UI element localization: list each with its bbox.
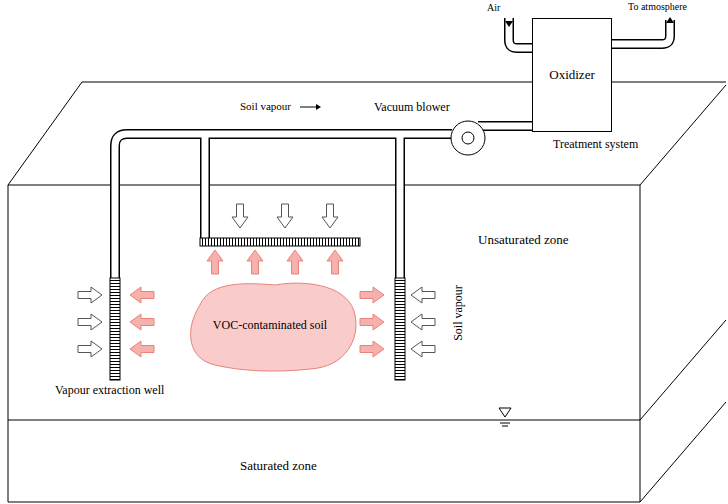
plume-shape <box>191 283 356 371</box>
blower-housing <box>451 121 485 155</box>
pipe-bore <box>486 123 532 130</box>
flow-arrowhead <box>666 17 674 23</box>
air-arrow <box>277 204 293 228</box>
block-front-edge <box>8 185 640 502</box>
flow-label: Soil vapour <box>240 100 291 113</box>
block-side-edge <box>640 85 726 185</box>
blower-outline <box>450 120 486 156</box>
pipe <box>395 134 405 380</box>
flow-arrowhead <box>505 21 513 27</box>
zone-band: Saturated zone <box>8 420 640 500</box>
vapour-arrow <box>247 250 263 274</box>
well-screen <box>200 238 360 246</box>
vapour-arrow <box>130 341 154 357</box>
flow-arrowhead <box>316 104 321 110</box>
air-arrow <box>78 287 102 303</box>
air-arrow <box>411 341 435 357</box>
air-arrow <box>78 341 102 357</box>
vapour-arrow <box>130 314 154 330</box>
blower-impeller <box>462 132 474 144</box>
pipe <box>115 134 452 380</box>
outlet-label: To atmosphere <box>628 1 687 13</box>
vapour-arrow <box>287 250 303 274</box>
node-text: Oxidizer <box>549 67 594 83</box>
air-arrow <box>411 287 435 303</box>
pipe <box>202 134 209 241</box>
pipe <box>509 18 532 48</box>
air-arrow <box>322 204 338 228</box>
pipe-wall <box>486 121 532 131</box>
air-arrow <box>411 314 435 330</box>
air-arrow <box>78 314 102 330</box>
water-table-tick <box>502 426 508 427</box>
flow-arrow <box>300 104 321 110</box>
system-label: Treatment system <box>553 137 638 151</box>
flow-arrow-shaft <box>300 107 316 108</box>
pipe <box>200 134 210 240</box>
soil-block <box>8 82 726 502</box>
water-table-symbol <box>499 408 511 426</box>
pipe <box>115 134 453 381</box>
pipe-bore <box>115 17 670 381</box>
pipe <box>611 19 670 44</box>
pipe-outline <box>115 18 670 380</box>
block-front-edge <box>8 185 640 502</box>
vapour-arrow <box>207 250 223 274</box>
vapour-arrow <box>360 341 384 357</box>
vapour-arrow <box>360 287 384 303</box>
block-side-edge <box>640 402 726 502</box>
blower-symbol: Vacuum blower <box>450 120 486 156</box>
pipe <box>509 17 533 48</box>
node-text: Saturated zone <box>240 458 317 474</box>
well-screen <box>110 278 120 380</box>
treatment-box: Oxidizer <box>532 18 612 132</box>
well-label: Vapour extraction well <box>55 383 164 397</box>
air-arrow <box>232 204 248 228</box>
vapour-arrow <box>327 250 343 274</box>
well-screen <box>395 278 405 380</box>
node-text: Unsaturated zone <box>478 232 569 248</box>
vapour-arrow <box>130 287 154 303</box>
pipe-connector <box>486 126 532 127</box>
node-text: VOC-contaminated soil <box>213 318 327 332</box>
pipe <box>612 20 670 44</box>
water-table-tick <box>500 423 510 424</box>
water-table-triangle <box>499 408 511 417</box>
node-text: Vacuum blower <box>374 100 450 114</box>
flow-label: Soil vapour <box>451 285 465 341</box>
air-label: Air <box>487 2 500 14</box>
contaminant-plume: VOC-contaminated soil <box>180 275 360 375</box>
vapour-arrow <box>360 314 384 330</box>
